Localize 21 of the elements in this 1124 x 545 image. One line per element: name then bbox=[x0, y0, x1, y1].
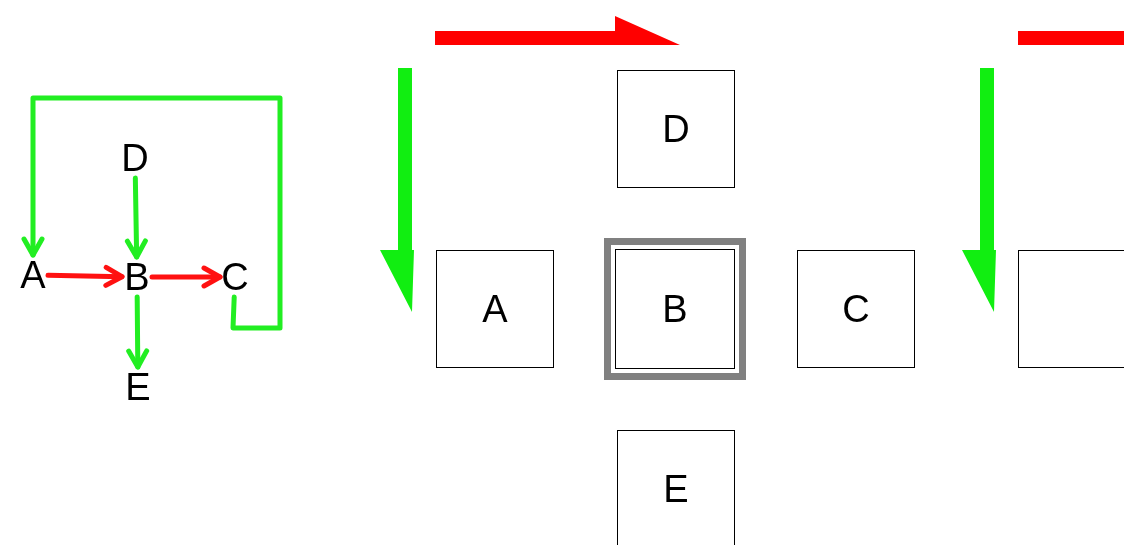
arrow bbox=[124, 175, 148, 260]
empty-box bbox=[1018, 250, 1124, 368]
highlighted-box bbox=[604, 238, 746, 380]
letter-label: C bbox=[221, 258, 249, 296]
letter-label: E bbox=[663, 470, 689, 508]
letter-label: C bbox=[842, 290, 870, 328]
arrow bbox=[21, 95, 283, 331]
arrow bbox=[149, 265, 223, 289]
letter-label: D bbox=[121, 139, 149, 177]
letter-label: E bbox=[125, 368, 151, 406]
letter-label: A bbox=[482, 290, 508, 328]
letter-label: D bbox=[662, 110, 690, 148]
letter-box bbox=[617, 430, 735, 545]
arrow bbox=[45, 264, 125, 288]
letter-box bbox=[797, 250, 915, 368]
letter-label: B bbox=[124, 258, 150, 296]
letter-box bbox=[436, 250, 554, 368]
letter-label: A bbox=[20, 256, 46, 294]
letter-label: B bbox=[662, 290, 688, 328]
letter-box bbox=[617, 70, 735, 188]
arrow bbox=[126, 294, 150, 370]
